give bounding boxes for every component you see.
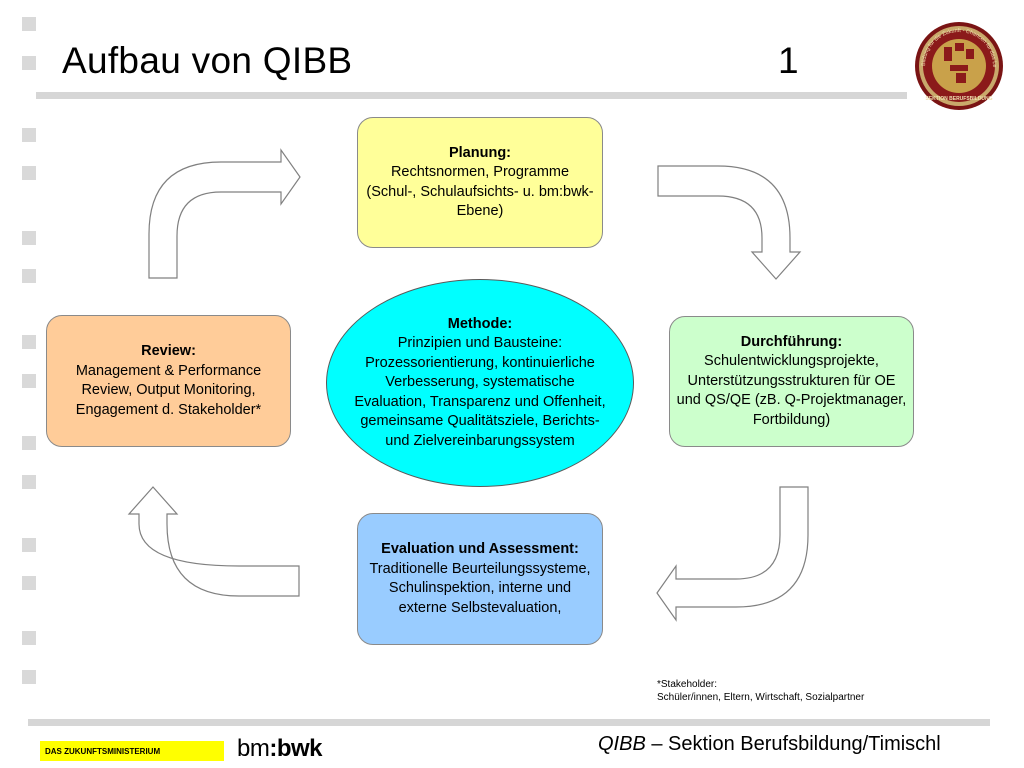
decor-square [22,475,36,489]
decor-square [22,631,36,645]
arrow-evaluation-to-review [127,486,300,597]
arrow-review-to-planung [148,148,301,279]
methode-heading: Methode: [447,315,513,332]
durchfuehrung-heading: Durchführung: [740,333,843,350]
arrow-durchfuehrung-to-evaluation [656,486,809,622]
stakeholder-footnote: *Stakeholder: Schüler/innen, Eltern, Wir… [657,678,864,704]
durchfuehrung-body: Schulentwicklungsprojekte, Unterstützung… [676,353,907,428]
slide-number: 1 [778,40,799,81]
decor-square [22,17,36,31]
logo-bottom-text: SEKTION BERUFSBILDUNG [926,96,993,102]
evaluation-heading: Evaluation und Assessment: [381,541,579,557]
arrow-planung-to-durchfuehrung [657,165,802,280]
bmbwk-colon: : [269,735,277,762]
bmbwk-pre: bm [237,735,270,762]
decor-square [22,538,36,552]
review-box: Review: Management & Performance Review,… [46,315,291,447]
footer-brand: QIBB [598,733,646,755]
review-heading: Review: [141,343,196,359]
decor-square [22,576,36,590]
footnote-line1: *Stakeholder: [657,679,718,690]
evaluation-body: Traditionelle Beurteilungssysteme, Schul… [369,560,591,616]
footnote-line2: Schüler/innen, Eltern, Wirtschaft, Sozia… [657,692,865,703]
planung-body: Rechtsnormen, Programme (Schul-, Schulau… [366,164,594,219]
decor-square [22,56,36,70]
ministry-text: DAS ZUKUNFTSMINISTERIUM [45,746,161,756]
decor-square [22,670,36,684]
decor-square [22,166,36,180]
decor-square [22,231,36,245]
sektion-logo: Bildung für die Zukunft - Chancen für da… [914,21,1003,110]
decor-square [22,128,36,142]
durchfuehrung-box: Durchführung: Schulentwicklungsprojekte,… [669,316,914,447]
decor-square [22,374,36,388]
decor-square [22,335,36,349]
methode-body: Prinzipien und Bausteine: Prozessorienti… [354,335,606,449]
header-rule [36,92,907,99]
evaluation-box: Evaluation und Assessment: Traditionelle… [357,513,603,645]
page-title: Aufbau von QIBB [62,40,353,81]
planung-heading: Planung: [448,144,512,161]
decor-square [22,269,36,283]
bmbwk-post: bwk [276,735,323,762]
footer-caption: QIBB – Sektion Berufsbildung/Timischl [598,733,941,756]
footer-rule [28,719,990,726]
footer-rest: – Sektion Berufsbildung/Timischl [645,733,941,755]
review-body: Management & Performance Review, Output … [75,362,262,418]
bmbwk-logo: bm:bwk [237,735,323,763]
decor-square [22,436,36,450]
methode-ellipse: Methode: Prinzipien und Bausteine: Proze… [326,279,634,487]
planung-box: Planung: Rechtsnormen, Programme (Schul-… [357,117,603,248]
ministry-banner: DAS ZUKUNFTSMINISTERIUM [40,741,224,761]
